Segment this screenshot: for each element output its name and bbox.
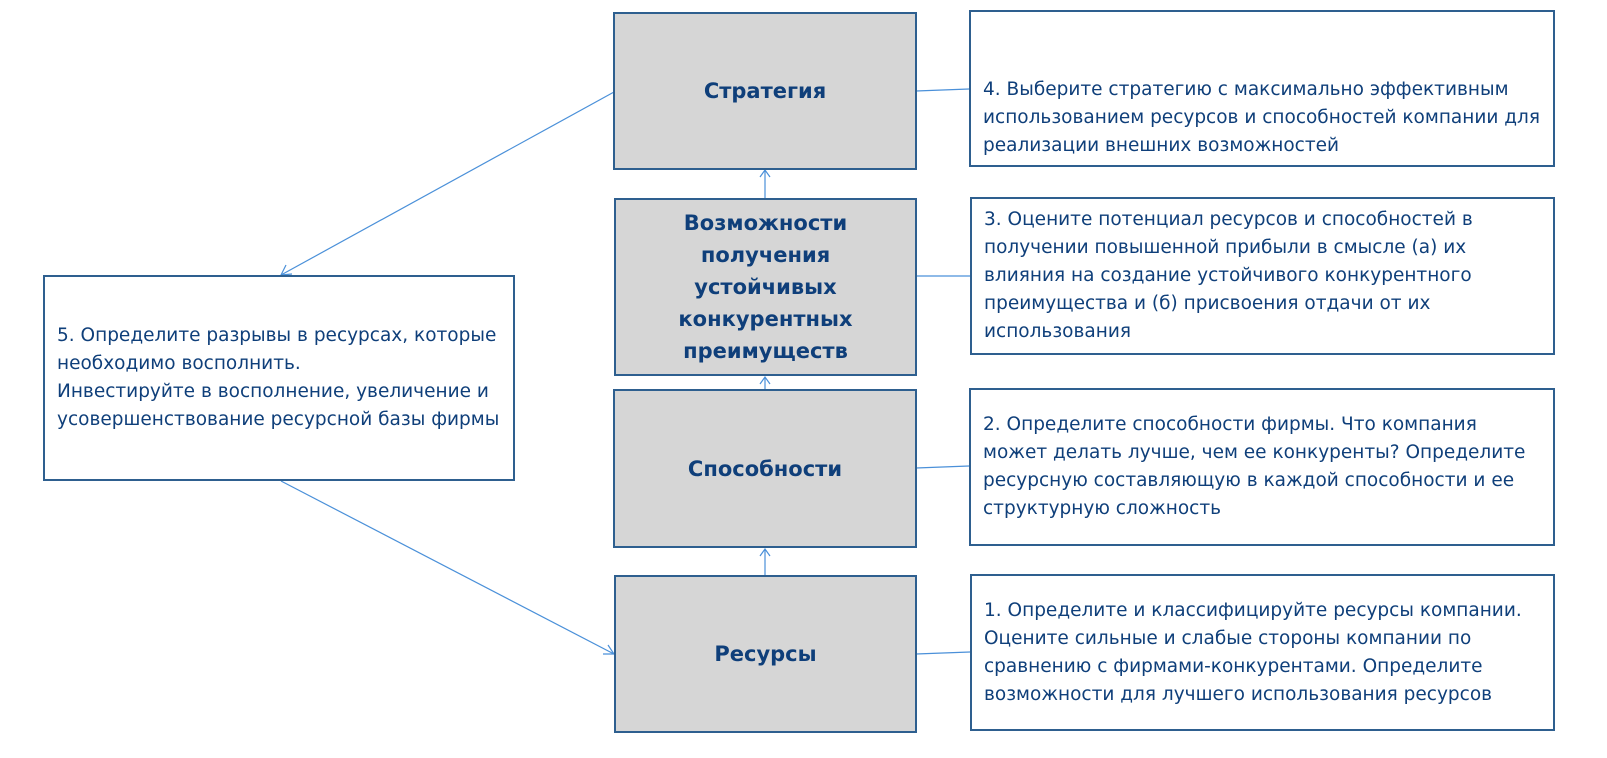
connector-resources-step1 [915,651,971,655]
arrow-step5-to-resources [280,480,615,655]
stage-strategy-label: Стратегия [703,79,827,103]
stage-resources-label: Ресурсы [714,642,817,666]
stage-resources: Ресурсы [614,575,917,733]
step-4-note: 4. Выберите стратегию с максимально эффе… [969,10,1555,167]
step-1-note: 1. Определите и классифицируйте ресурсы … [970,574,1555,731]
stage-strategy: Стратегия [613,12,917,170]
arrow-capabilities-to-advantages-head [759,375,771,385]
connector-capabilities-step2 [915,465,970,469]
arrow-advantages-to-strategy-head [759,168,771,178]
connector-strategy-step4 [915,88,970,92]
step-1-text: 1. Определите и классифицируйте ресурсы … [984,599,1522,705]
step-3-note: 3. Оцените потенциал ресурсов и способно… [970,197,1555,355]
step-2-text: 2. Определите способности фирмы. Что ком… [983,414,1526,519]
step-2-note: 2. Определите способности фирмы. Что ком… [969,388,1555,546]
arrow-strategy-to-step5 [280,91,615,276]
step-5-text: 5. Определите разрывы в ресурсах, которы… [57,325,500,430]
stage-capabilities-label: Способности [687,456,843,481]
stage-competitive-advantages: Возможности получения устойчивых конкуре… [614,198,917,376]
stage-competitive-advantages-label: Возможности получения устойчивых конкуре… [678,211,853,363]
arrow-resources-to-capabilities-head [759,547,771,557]
step-5-note: 5. Определите разрывы в ресурсах, которы… [43,275,515,481]
stage-capabilities: Способности [613,389,917,548]
step-4-text: 4. Выберите стратегию с максимально эффе… [983,79,1541,156]
step-3-text: 3. Оцените потенциал ресурсов и способно… [984,209,1473,342]
